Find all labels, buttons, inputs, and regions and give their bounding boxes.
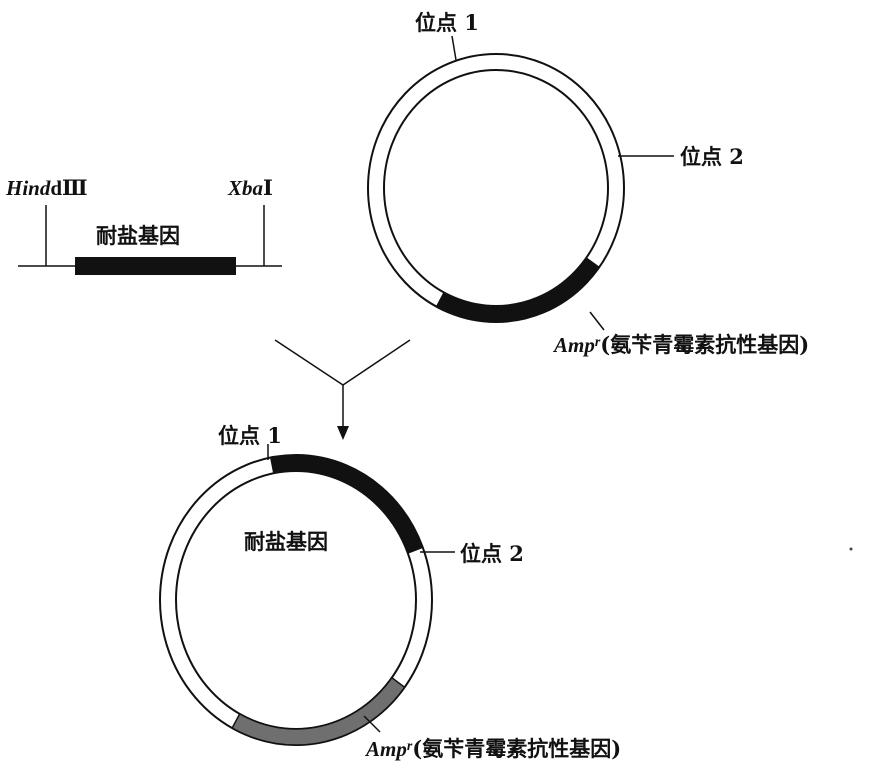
- amp-label: Ampr(氨苄青霉素抗性基因): [552, 332, 809, 357]
- original-plasmid: 位点 1 位点 2 Ampr(氨苄青霉素抗性基因): [367, 10, 809, 357]
- hindiii-label: HinddⅢ: [5, 175, 88, 200]
- linear-dna: HinddⅢ XbaⅠ 耐盐基因: [5, 175, 282, 275]
- amp-resistance-gene-segment: [435, 257, 600, 322]
- salt-tolerance-gene-segment: [75, 257, 236, 275]
- arrowhead-icon: [337, 426, 349, 440]
- amp-leader: [363, 715, 381, 733]
- site1-label: 位点 1: [218, 423, 282, 448]
- site2-label: 位点 2: [460, 541, 524, 566]
- xbai-label: XbaⅠ: [227, 175, 273, 200]
- salt-gene-label: 耐盐基因: [96, 223, 180, 248]
- salt-gene-label: 耐盐基因: [244, 529, 328, 554]
- ligation-arrow: [274, 339, 411, 440]
- amp-resistance-gene-segment: [231, 676, 406, 746]
- site1-leader: [451, 35, 457, 61]
- site1-label: 位点 1: [415, 10, 479, 35]
- amp-leader: [589, 311, 605, 331]
- site2-label: 位点 2: [680, 144, 744, 169]
- plasmid-inner-ring: [383, 69, 609, 307]
- speck: [849, 547, 853, 551]
- plasmid-outer-ring: [367, 53, 625, 323]
- salt-tolerance-gene-segment: [270, 455, 423, 554]
- amp-label: Ampr(氨苄青霉素抗性基因): [364, 736, 621, 761]
- plasmid-inner-ring: [175, 470, 417, 730]
- recombinant-plasmid: 位点 1 耐盐基因 位点 2 Ampr(氨苄青霉素抗性基因): [159, 423, 621, 761]
